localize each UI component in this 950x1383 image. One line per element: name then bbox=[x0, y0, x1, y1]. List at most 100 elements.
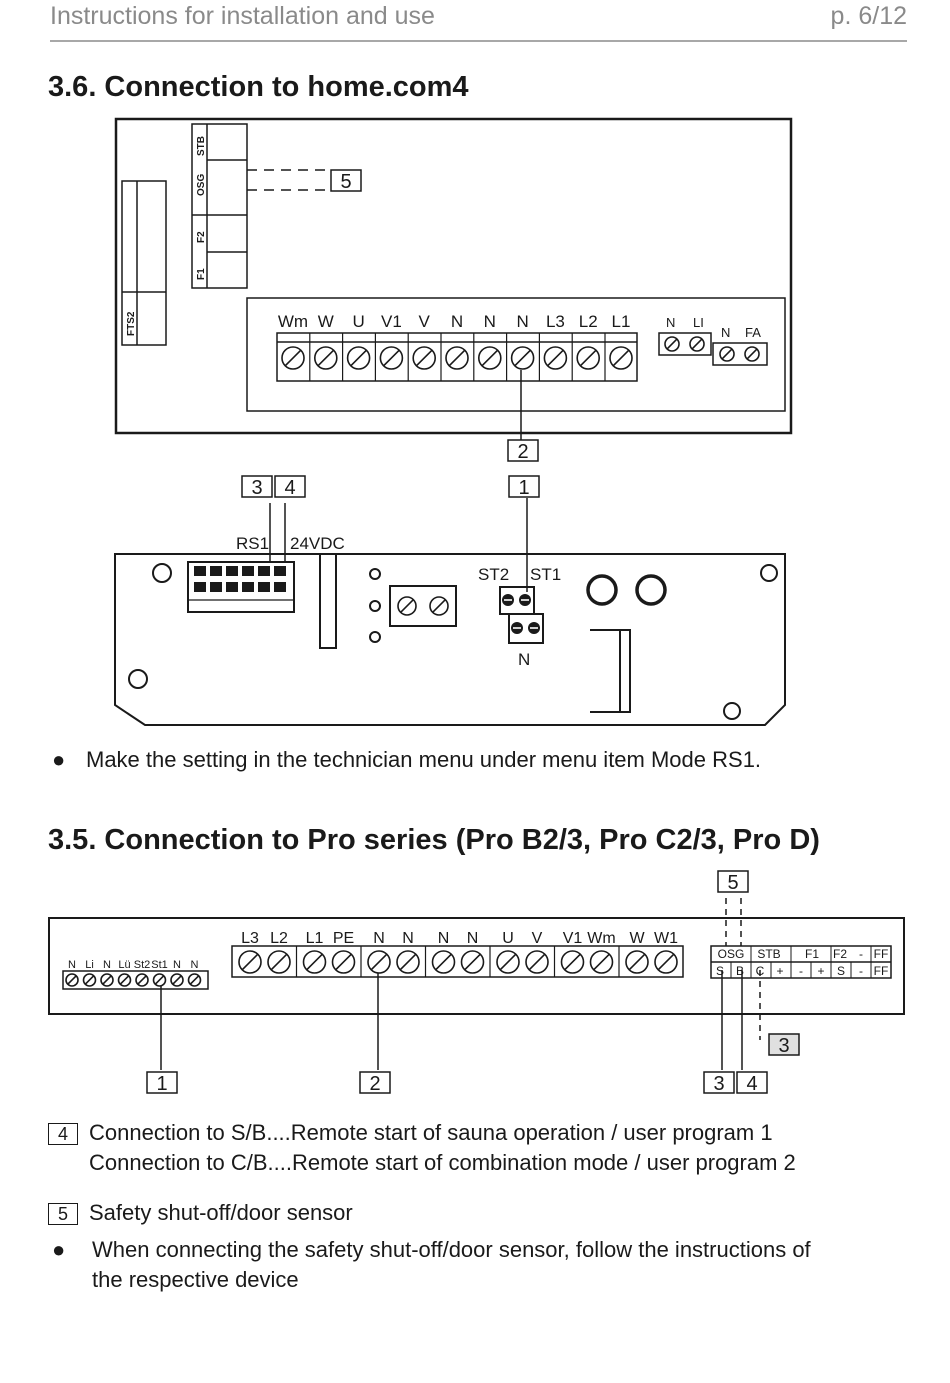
right-top-label: FF bbox=[874, 947, 889, 961]
rs1-pin bbox=[210, 566, 222, 576]
pro-left-screw bbox=[152, 973, 167, 987]
callout-1-board: 1 bbox=[518, 477, 529, 499]
right-top-label: OSG bbox=[718, 947, 745, 961]
pro-main-label: N bbox=[402, 930, 414, 947]
pro-main-screw bbox=[496, 950, 520, 974]
label-n-board: N bbox=[518, 650, 530, 669]
pro-main-label: Wm bbox=[587, 930, 615, 947]
pro-left-screw bbox=[65, 973, 79, 987]
terminal-label: U bbox=[352, 312, 364, 331]
callout-4-pro: 4 bbox=[746, 1073, 757, 1095]
terminal-label: W bbox=[318, 312, 334, 331]
st-terminal-screw bbox=[528, 622, 540, 634]
label-rs1: RS1 bbox=[236, 534, 269, 553]
rs1-pin bbox=[242, 582, 254, 592]
header-rule bbox=[50, 40, 907, 42]
terminal-screw bbox=[445, 346, 469, 370]
pro-main-label: N bbox=[467, 930, 479, 947]
label-st1: ST1 bbox=[530, 565, 561, 584]
rs1-pin bbox=[194, 566, 206, 576]
right-bottom-label: C bbox=[756, 964, 765, 978]
right-bottom-label: + bbox=[817, 964, 824, 978]
pro-main-label: W bbox=[629, 930, 645, 947]
terminal-screw bbox=[412, 346, 437, 370]
terminal-screw bbox=[346, 346, 371, 370]
aux-label-n1: N bbox=[666, 315, 675, 330]
callout-5-top: 5 bbox=[340, 171, 351, 193]
pro-main-screw bbox=[367, 950, 391, 974]
pro-left-screw bbox=[100, 973, 114, 987]
right-bottom-label: S bbox=[837, 964, 845, 978]
terminal-screw bbox=[609, 346, 633, 370]
aux-label-li: LI bbox=[693, 315, 704, 330]
callout-3-pro: 3 bbox=[713, 1073, 724, 1095]
label-osg: OSG bbox=[196, 174, 207, 196]
terminal-screw bbox=[510, 346, 535, 370]
right-top-label: F1 bbox=[805, 947, 819, 961]
pro-main-label: L3 bbox=[241, 930, 259, 947]
board-screw bbox=[429, 596, 449, 616]
aux-terminal-screw bbox=[719, 346, 735, 362]
section-heading-home-com4: 3.6. Connection to home.com4 bbox=[48, 71, 469, 103]
st-terminal-screw bbox=[511, 622, 523, 634]
bullet-dot-2-icon: ● bbox=[52, 1237, 66, 1262]
doc-header-title: Instructions for installation and use bbox=[50, 2, 435, 30]
bullet-mode-rs1: ●Make the setting in the technician menu… bbox=[52, 747, 761, 773]
pro-main-label: L2 bbox=[270, 930, 288, 947]
bullet-2-line-2: the respective device bbox=[92, 1267, 299, 1292]
callout-2-pro: 2 bbox=[369, 1073, 380, 1095]
board-terminal-screws bbox=[397, 594, 540, 634]
pro-main-screw bbox=[431, 950, 456, 974]
rs1-connector-pins bbox=[188, 566, 294, 601]
pro-left-label: N bbox=[173, 959, 181, 971]
note-4-line-2: Connection to C/B....Remote start of com… bbox=[89, 1150, 796, 1175]
terminal-label: V1 bbox=[381, 312, 402, 331]
pro-main-screw bbox=[589, 950, 614, 974]
terminal-label: L2 bbox=[579, 312, 598, 331]
right-bottom-label: S bbox=[716, 964, 724, 978]
callout-1-pro: 1 bbox=[156, 1073, 167, 1095]
terminal-label: L3 bbox=[546, 312, 565, 331]
pro-main-screw bbox=[302, 950, 327, 974]
section-heading-pro-series: 3.5. Connection to Pro series (Pro B2/3,… bbox=[48, 824, 820, 856]
pro-left-label: Lü bbox=[118, 959, 130, 971]
pro-left-screw bbox=[170, 973, 184, 987]
pro-main-label: V bbox=[532, 930, 543, 947]
pro-left-label: N bbox=[68, 959, 76, 971]
terminal-label: Wm bbox=[278, 312, 308, 331]
pro-terminal-screws bbox=[65, 946, 678, 987]
pro-main-label: N bbox=[373, 930, 385, 947]
rs1-pin bbox=[194, 582, 206, 592]
pro-main-screw bbox=[238, 950, 262, 974]
note-number-4: 4 bbox=[48, 1123, 78, 1145]
pro-main-screw bbox=[396, 950, 420, 974]
rs1-pin bbox=[274, 582, 286, 592]
label-fts2: FTS2 bbox=[126, 311, 137, 336]
pro-main-label: W1 bbox=[654, 930, 678, 947]
page-number: p. 6/12 bbox=[830, 2, 907, 30]
pro-main-label: V1 bbox=[563, 930, 583, 947]
pro-left-label: Li bbox=[85, 959, 94, 971]
terminal-screw bbox=[313, 346, 338, 370]
terminal-label: L1 bbox=[612, 312, 631, 331]
pro-left-label: N bbox=[103, 959, 111, 971]
pro-series-outline bbox=[48, 917, 905, 1015]
pro-main-screw bbox=[460, 950, 485, 974]
label-stb: STB bbox=[196, 136, 207, 156]
bullet-2-line-1: When connecting the safety shut-off/door… bbox=[92, 1237, 811, 1262]
right-bottom-label: - bbox=[859, 964, 863, 978]
right-bottom-label: - bbox=[799, 964, 803, 978]
right-top-label: - bbox=[859, 947, 863, 961]
pro-main-screw bbox=[625, 950, 649, 974]
st-terminal-screw bbox=[502, 594, 514, 606]
aux-terminal-screw bbox=[664, 336, 680, 352]
pro-left-label: St2 bbox=[134, 959, 151, 971]
terminal-screw bbox=[379, 346, 404, 370]
pro-left-label: St1 bbox=[151, 959, 168, 971]
pro-main-screw bbox=[654, 950, 678, 974]
pro-main-label: PE bbox=[333, 930, 354, 947]
right-bottom-label: B bbox=[736, 964, 744, 978]
